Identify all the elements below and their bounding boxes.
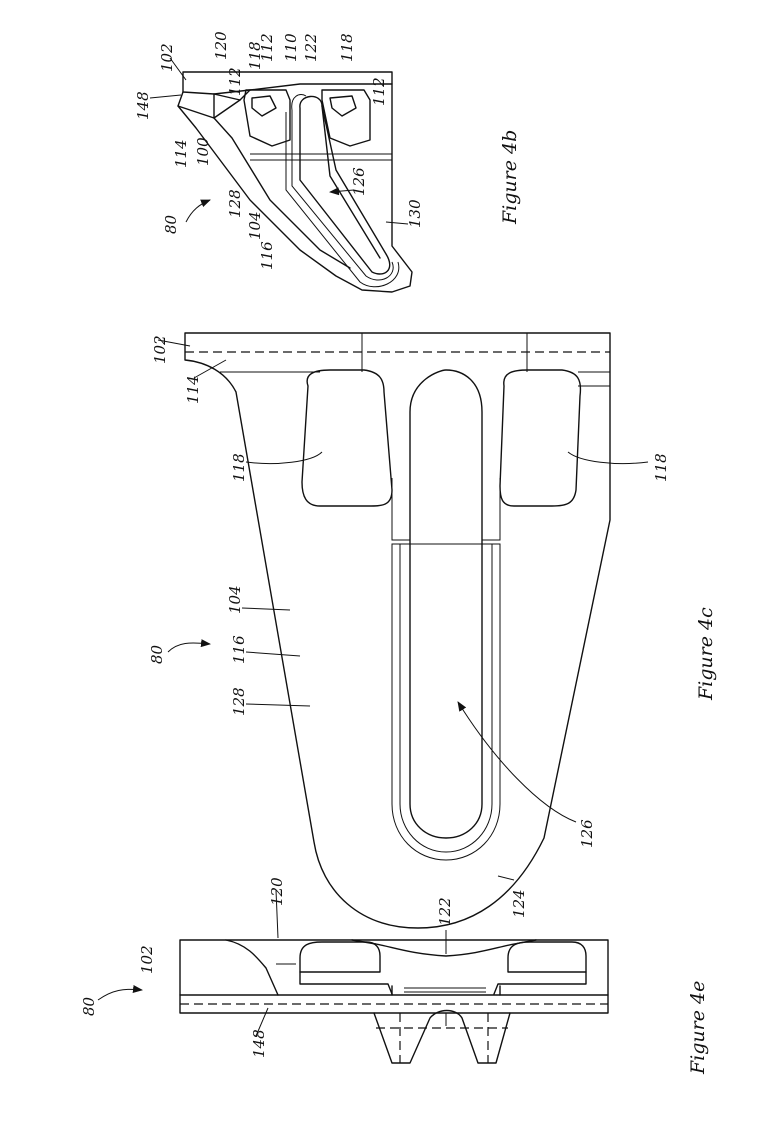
figure-4e-labels: 120 102 122 80 148 bbox=[80, 877, 454, 1058]
fig4e-label-102: 102 bbox=[138, 945, 156, 974]
fig4b-label-120: 120 bbox=[212, 31, 230, 60]
fig4c-label-128: 128 bbox=[230, 687, 248, 716]
fig4b-label-128: 128 bbox=[226, 189, 244, 218]
fig4b-label-100: 100 bbox=[194, 137, 212, 166]
fig4b-label-122: 122 bbox=[302, 33, 320, 62]
figure-4c: 102 114 118 118 80 104 116 128 126 124 F… bbox=[148, 332, 717, 929]
fig4b-label-112c: 112 bbox=[370, 77, 388, 106]
figure-4b: 148 102 120 112 118 112 110 122 118 112 … bbox=[134, 31, 521, 293]
fig4b-label-80: 80 bbox=[162, 214, 180, 234]
fig4c-label-80: 80 bbox=[148, 644, 166, 664]
fig4b-label-112b: 112 bbox=[258, 33, 276, 62]
fig4b-label-130: 130 bbox=[406, 199, 424, 228]
figure-4c-caption: Figure 4c bbox=[695, 607, 717, 701]
fig4b-label-118b: 118 bbox=[338, 33, 356, 62]
figure-4b-labels: 148 102 120 112 118 112 110 122 118 112 … bbox=[134, 31, 424, 270]
fig4c-label-118b: 118 bbox=[652, 453, 670, 482]
fig4c-label-116: 116 bbox=[230, 635, 248, 664]
fig4e-label-80: 80 bbox=[80, 996, 98, 1016]
fig4c-label-102: 102 bbox=[151, 335, 169, 364]
figure-4b-drawing bbox=[177, 71, 413, 293]
fig4c-label-118a: 118 bbox=[230, 453, 248, 482]
fig4b-label-116: 116 bbox=[258, 241, 276, 270]
fig4c-label-114: 114 bbox=[184, 375, 202, 404]
figure-4e-drawing bbox=[179, 939, 609, 1064]
fig4b-label-102: 102 bbox=[158, 43, 176, 72]
fig4e-label-122: 122 bbox=[436, 897, 454, 926]
fig4e-label-148: 148 bbox=[250, 1029, 268, 1058]
figure-4e-caption: Figure 4e bbox=[687, 981, 709, 1075]
fig4b-label-112a: 112 bbox=[226, 67, 244, 96]
figure-4c-labels: 102 114 118 118 80 104 116 128 126 124 bbox=[148, 335, 670, 918]
fig4b-label-104: 104 bbox=[246, 211, 264, 240]
fig4b-label-110: 110 bbox=[282, 33, 300, 62]
fig4e-label-120: 120 bbox=[268, 877, 286, 906]
fig4b-label-114: 114 bbox=[172, 139, 190, 168]
figure-4b-caption: Figure 4b bbox=[499, 130, 521, 225]
fig4b-label-126: 126 bbox=[350, 167, 368, 196]
fig4b-label-118a: 118 bbox=[246, 41, 264, 70]
fig4c-label-104: 104 bbox=[226, 585, 244, 614]
fig4c-label-126: 126 bbox=[578, 819, 596, 848]
fig4c-label-124: 124 bbox=[510, 889, 528, 918]
figure-4c-drawing bbox=[184, 332, 611, 929]
figure-4e: 120 102 122 80 148 Figure 4e bbox=[80, 877, 709, 1075]
fig4b-label-148: 148 bbox=[134, 91, 152, 120]
